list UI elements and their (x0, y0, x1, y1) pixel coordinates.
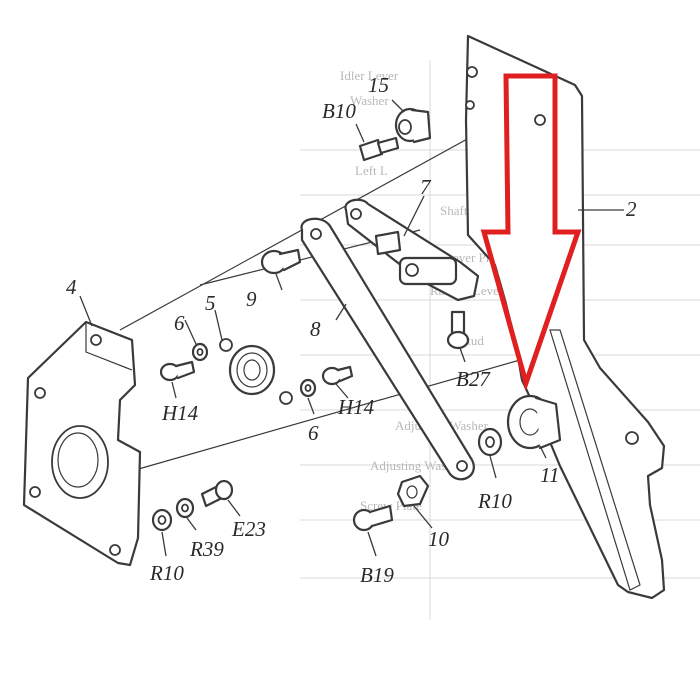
ghost-text: Washer (350, 93, 389, 108)
screw-h14-left (159, 360, 196, 382)
label-8: 8 (310, 317, 321, 341)
label-b27: B27 (456, 367, 491, 391)
label-4: 4 (66, 275, 77, 299)
washer-r39 (175, 497, 195, 519)
part-15-roller (394, 107, 432, 144)
label-5: 5 (205, 291, 216, 315)
label-b10: B10 (322, 99, 356, 123)
part-2-plate (464, 34, 666, 600)
callout-arrow (480, 73, 582, 392)
part-7-lever (344, 198, 480, 302)
label-7: 7 (420, 175, 432, 199)
part-11-cam (506, 394, 562, 450)
screw-e23 (200, 479, 234, 508)
label-2: 2 (626, 197, 637, 221)
part-10-nut (396, 474, 430, 508)
label-h14-left: H14 (161, 401, 199, 425)
part-9-pin (260, 248, 302, 275)
washer-r10-right (477, 427, 503, 457)
label-r10-left: R10 (149, 561, 184, 585)
label-10: 10 (428, 527, 450, 551)
ghost-text: Idler Lever (340, 68, 399, 83)
part-5-spring (219, 338, 293, 405)
part-8-lever (300, 217, 475, 481)
label-h14-right: H14 (337, 395, 375, 419)
label-e23: E23 (231, 517, 266, 541)
ghost-text: Adjusting Washer (370, 458, 464, 473)
leader-lines (79, 99, 624, 557)
part-4-bracket (22, 320, 142, 567)
label-b19: B19 (360, 563, 394, 587)
ghost-text: Left L (355, 163, 388, 178)
label-11: 11 (540, 463, 559, 487)
part-labels: 15 B10 7 2 4 9 5 6 8 H14 H14 6 B27 11 R1… (66, 73, 637, 587)
label-15: 15 (368, 73, 389, 97)
label-r10-right: R10 (477, 489, 512, 513)
part-6-washer (191, 342, 209, 362)
screw-b27 (446, 310, 470, 350)
screw-b10-top (358, 136, 400, 162)
label-6-lower: 6 (308, 421, 319, 445)
washer-r10-left (151, 508, 173, 532)
screw-h14-right (321, 365, 354, 386)
screw-b19 (352, 504, 394, 532)
label-6: 6 (174, 311, 185, 335)
label-r39: R39 (189, 537, 224, 561)
part-6-washer-2 (299, 378, 317, 398)
label-9: 9 (246, 287, 257, 311)
